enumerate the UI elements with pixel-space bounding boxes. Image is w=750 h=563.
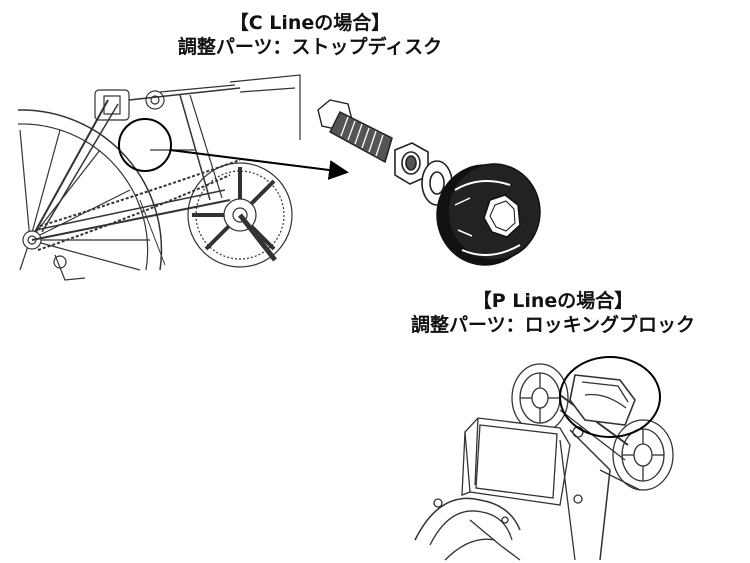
- stop-disc: [436, 163, 541, 266]
- c-line-pointer-arrow: [169, 149, 349, 180]
- p-line-highlight-circle: [559, 356, 661, 438]
- c-line-highlight-circle: [118, 118, 172, 172]
- c-line-bike-illustration: [17, 74, 301, 281]
- stop-disc-bolt: [317, 99, 393, 164]
- c-line-part-label: 調整パーツ：ストップディスク: [177, 35, 443, 58]
- p-line-caption: 【P Lineの場合】 調整パーツ：ロッキングブロック: [378, 290, 728, 338]
- p-line-part-label: 調整パーツ：ロッキングブロック: [410, 313, 696, 336]
- p-line-title: 【P Lineの場合】: [472, 290, 634, 312]
- c-line-title: 【C Lineの場合】: [229, 12, 391, 34]
- p-line-bike-illustration: [414, 363, 674, 561]
- hex-nut: [394, 142, 429, 185]
- c-line-caption: 【C Lineの場合】 調整パーツ：ストップディスク: [160, 12, 460, 60]
